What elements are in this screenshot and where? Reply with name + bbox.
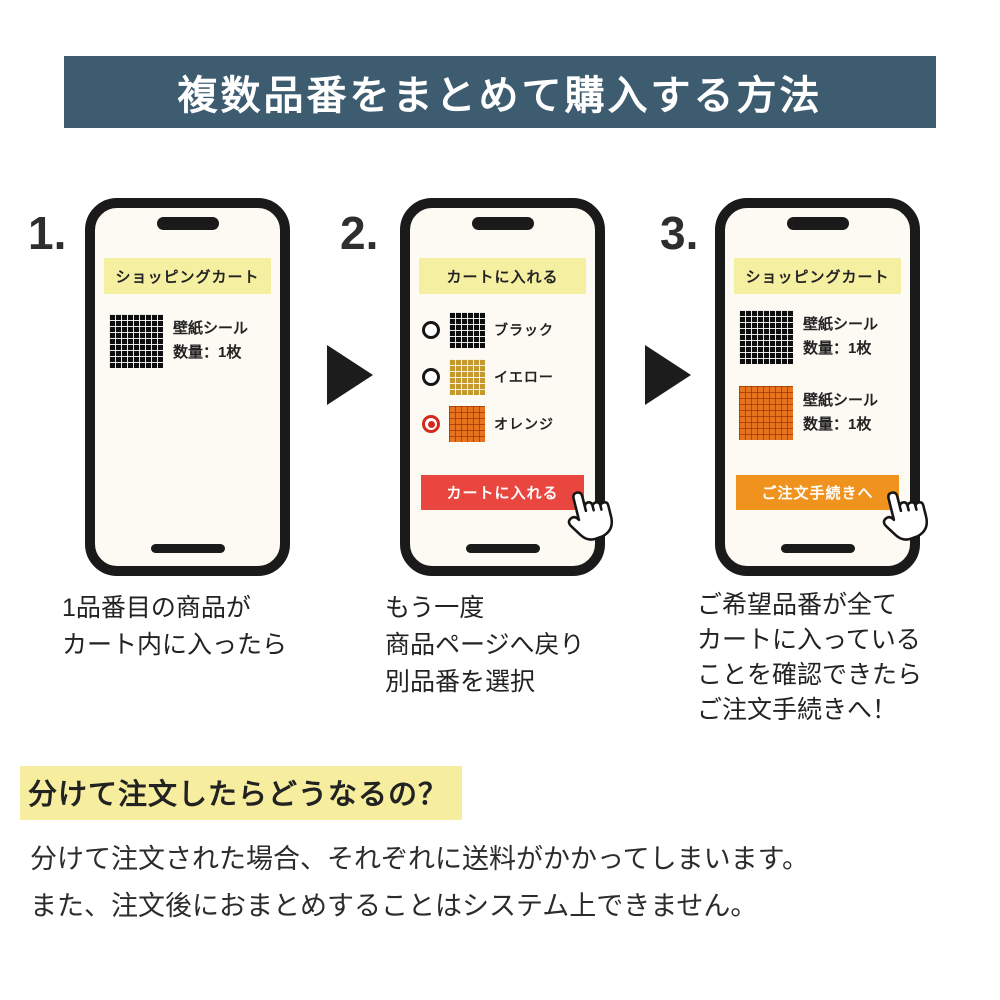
phone-notch bbox=[786, 217, 849, 230]
color-option-black[interactable]: ブラック bbox=[422, 312, 554, 348]
phone-home-bar bbox=[780, 544, 855, 553]
yellow-grid-swatch bbox=[449, 359, 485, 395]
radio-dot bbox=[427, 420, 435, 428]
faq-heading: 分けて注文したらどうなるの？ bbox=[20, 766, 463, 820]
color-option-orange[interactable]: オレンジ bbox=[422, 406, 554, 442]
orange-grid-swatch bbox=[449, 406, 485, 442]
hand-cursor-icon bbox=[882, 491, 929, 541]
cart-item-text: 壁紙シール 数量：1枚 bbox=[803, 389, 878, 437]
phone-notch bbox=[471, 217, 534, 230]
product-quantity: 数量：1枚 bbox=[173, 344, 242, 361]
cart-item-row: 壁紙シール 数量：1枚 bbox=[739, 310, 878, 364]
page-title: 複数品番をまとめて購入する方法 bbox=[64, 56, 936, 128]
step-3-caption: ご希望品番が全て カートに入っている ことを確認できたら ご注文手続きへ！ bbox=[697, 588, 922, 728]
faq-body-line: また、注文後におまとめすることはシステム上できません。 bbox=[30, 891, 758, 921]
phone-mockup-step3: ショッピングカート 壁紙シール 数量：1枚 壁紙シール 数量：1枚 ご注文手続き… bbox=[715, 198, 929, 576]
phone-mockup-step1: ショッピングカート 壁紙シール 数量：1枚 bbox=[85, 198, 290, 576]
step-2-number: 2. bbox=[340, 207, 379, 259]
faq-body: 分けて注文された場合、それぞれに送料がかかってしまいます。 また、注文後におまと… bbox=[30, 836, 809, 930]
color-option-label: ブラック bbox=[494, 322, 554, 338]
product-quantity: 数量：1枚 bbox=[803, 416, 872, 433]
color-option-label: オレンジ bbox=[494, 416, 554, 432]
caption-line: ことを確認できたら bbox=[697, 661, 923, 689]
caption-line: ご希望品番が全て bbox=[697, 591, 898, 619]
phone-notch bbox=[156, 217, 219, 230]
cart-item-text: 壁紙シール 数量：1枚 bbox=[173, 317, 248, 365]
cart-item-row: 壁紙シール 数量：1枚 bbox=[109, 314, 248, 368]
radio-unselected-icon[interactable] bbox=[422, 321, 440, 339]
cart-item-text: 壁紙シール 数量：1枚 bbox=[803, 313, 878, 361]
caption-line: カートに入っている bbox=[697, 626, 921, 654]
black-grid-swatch bbox=[739, 310, 793, 364]
step-1-caption: 1品番目の商品が カート内に入ったら bbox=[62, 590, 287, 664]
caption-line: ご注文手続きへ！ bbox=[697, 696, 898, 724]
color-option-yellow[interactable]: イエロー bbox=[422, 359, 554, 395]
add-to-cart-button[interactable]: カートに入れる bbox=[421, 475, 584, 510]
caption-line: 商品ページへ戻り bbox=[385, 631, 585, 659]
product-name: 壁紙シール bbox=[803, 316, 879, 333]
cart-screen-title: ショッピングカート bbox=[104, 258, 271, 294]
step-3-number: 3. bbox=[660, 207, 699, 259]
orange-grid-swatch bbox=[739, 386, 793, 440]
caption-line: もう一度 bbox=[385, 594, 485, 622]
hand-cursor-icon bbox=[567, 491, 614, 541]
caption-line: 別品番を選択 bbox=[385, 668, 536, 696]
radio-selected-icon[interactable] bbox=[422, 415, 440, 433]
black-grid-swatch bbox=[109, 314, 163, 368]
step-1-number: 1. bbox=[28, 207, 67, 259]
radio-unselected-icon[interactable] bbox=[422, 368, 440, 386]
color-option-label: イエロー bbox=[494, 369, 554, 385]
product-quantity: 数量：1枚 bbox=[803, 340, 872, 357]
add-to-cart-screen-title: カートに入れる bbox=[419, 258, 586, 294]
black-grid-swatch bbox=[449, 312, 485, 348]
cart-item-row: 壁紙シール 数量：1枚 bbox=[739, 386, 878, 440]
product-name: 壁紙シール bbox=[803, 392, 879, 409]
phone-mockup-step2: カートに入れる ブラック イエロー オレンジ カートに入れる bbox=[400, 198, 614, 576]
checkout-button[interactable]: ご注文手続きへ bbox=[736, 475, 899, 510]
step-2-caption: もう一度 商品ページへ戻り 別品番を選択 bbox=[385, 590, 585, 701]
caption-line: 1品番目の商品が bbox=[62, 594, 251, 622]
phone-home-bar bbox=[465, 544, 540, 553]
faq-body-line: 分けて注文された場合、それぞれに送料がかかってしまいます。 bbox=[30, 844, 809, 874]
caption-line: カート内に入ったら bbox=[62, 631, 288, 659]
phone-home-bar bbox=[150, 544, 225, 553]
cart-screen-title: ショッピングカート bbox=[734, 258, 901, 294]
step-arrow-icon bbox=[645, 345, 691, 405]
product-name: 壁紙シール bbox=[173, 320, 249, 337]
step-arrow-icon bbox=[327, 345, 373, 405]
